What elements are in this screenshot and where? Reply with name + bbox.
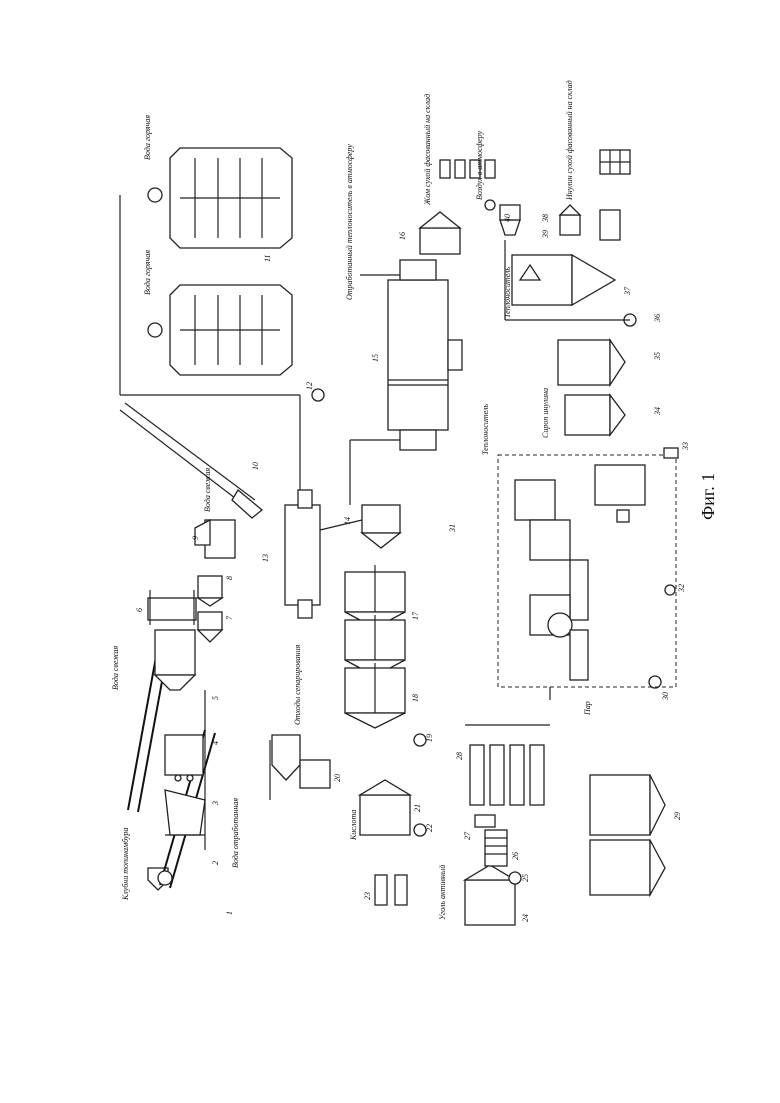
tank-24 bbox=[465, 865, 515, 925]
num-18: 18 bbox=[411, 694, 420, 702]
num-26: 26 bbox=[511, 852, 520, 860]
num-27: 27 bbox=[463, 831, 472, 840]
num-39: 39 bbox=[541, 230, 550, 239]
label-syrup: Сироп инулина bbox=[541, 388, 550, 438]
num-23: 23 bbox=[363, 892, 372, 900]
num-5: 5 bbox=[211, 696, 220, 700]
num-9: 9 bbox=[191, 536, 200, 540]
num-8: 8 bbox=[225, 576, 234, 580]
separator-20 bbox=[272, 735, 330, 788]
num-4: 4 bbox=[211, 741, 220, 745]
label-steam: Пар bbox=[583, 701, 592, 716]
num-36: 36 bbox=[653, 314, 662, 323]
num-11: 11 bbox=[263, 255, 272, 262]
num-7: 7 bbox=[225, 615, 234, 620]
num-32: 32 bbox=[677, 584, 686, 593]
num-2: 2 bbox=[211, 861, 220, 865]
label-water-fresh-2: Вода свежая bbox=[203, 467, 212, 512]
label-coal: Уголь активный bbox=[438, 865, 447, 920]
num-35: 35 bbox=[653, 352, 662, 361]
label-heat-carrier-1: Теплоноситель bbox=[503, 267, 512, 318]
num-37: 37 bbox=[623, 286, 632, 296]
extractor-11b bbox=[148, 285, 292, 375]
unit-27 bbox=[475, 815, 495, 827]
pump-30 bbox=[649, 676, 661, 688]
label-separation-waste: Отходы сепарирования bbox=[293, 644, 302, 725]
filters-23 bbox=[375, 875, 407, 905]
num-1: 1 bbox=[225, 911, 234, 915]
tank-14 bbox=[362, 505, 400, 548]
figure-caption: Фиг. 1 bbox=[698, 400, 719, 520]
tank-18 bbox=[345, 663, 405, 728]
num-12: 12 bbox=[305, 382, 314, 390]
filter-26 bbox=[485, 830, 507, 866]
hopper-16 bbox=[420, 212, 460, 254]
num-29: 29 bbox=[673, 812, 682, 820]
num-6: 6 bbox=[135, 608, 144, 612]
num-38: 38 bbox=[541, 214, 550, 223]
tank-34 bbox=[565, 395, 625, 435]
tank-35 bbox=[558, 340, 625, 385]
inulin-pallet bbox=[600, 150, 630, 174]
tank-29a bbox=[590, 775, 665, 835]
num-20: 20 bbox=[333, 774, 342, 782]
label-air: Воздух в атмосферу bbox=[475, 130, 484, 200]
tank-7 bbox=[198, 612, 222, 642]
num-10: 10 bbox=[251, 462, 260, 470]
num-22: 22 bbox=[425, 824, 434, 832]
label-heat-carrier-2: Теплоноситель bbox=[481, 404, 490, 455]
label-water-hot-2: Вода горячая bbox=[143, 250, 152, 295]
label-inulin: Инулин сухой фасованный на склад bbox=[565, 80, 574, 201]
label-acid: Кислота bbox=[349, 810, 358, 841]
label-tubers: Клубни топинамбура bbox=[121, 828, 130, 901]
num-33: 33 bbox=[681, 442, 690, 451]
num-13: 13 bbox=[261, 554, 270, 562]
tank-29b bbox=[590, 840, 665, 895]
num-19: 19 bbox=[425, 734, 434, 742]
num-31: 31 bbox=[448, 524, 457, 533]
num-17: 17 bbox=[411, 611, 420, 620]
label-water-fresh-1: Вода свежая bbox=[111, 645, 120, 690]
pump-32 bbox=[665, 585, 675, 595]
fan-40 bbox=[485, 200, 495, 210]
columns-28 bbox=[470, 745, 544, 805]
tank-8 bbox=[198, 576, 222, 606]
num-40: 40 bbox=[503, 214, 512, 222]
num-14: 14 bbox=[343, 517, 352, 525]
spray-dryer-37 bbox=[512, 255, 615, 305]
washer-4 bbox=[165, 735, 203, 781]
num-16: 16 bbox=[398, 232, 407, 240]
washer-3 bbox=[165, 790, 205, 835]
label-spent-heat-carrier: Отработанный теплоноситель в атмосферу bbox=[345, 144, 354, 300]
num-21: 21 bbox=[413, 804, 422, 812]
dryer-15 bbox=[388, 260, 462, 450]
press-13 bbox=[285, 490, 320, 618]
tank-21 bbox=[360, 780, 410, 835]
extractor-11a bbox=[148, 148, 292, 248]
press-9 bbox=[195, 520, 235, 558]
unit-39 bbox=[560, 205, 620, 240]
pump-25 bbox=[509, 872, 521, 884]
unit-33 bbox=[664, 448, 678, 458]
label-water-waste: Вода отработанная bbox=[231, 798, 240, 868]
num-3: 3 bbox=[211, 801, 220, 806]
num-24: 24 bbox=[521, 914, 530, 922]
pulp-bags bbox=[440, 160, 495, 178]
conveyor-5-tank bbox=[128, 630, 195, 812]
unit-6 bbox=[148, 590, 196, 625]
label-pulp: Жом сухой фасованный на склад bbox=[423, 94, 432, 206]
num-34: 34 bbox=[653, 407, 662, 416]
label-water-hot-1: Вода горячая bbox=[143, 115, 152, 160]
num-30: 30 bbox=[661, 692, 670, 701]
num-28: 28 bbox=[455, 752, 464, 760]
conveyor-10 bbox=[120, 403, 262, 518]
num-25: 25 bbox=[521, 874, 530, 882]
num-15: 15 bbox=[371, 354, 380, 362]
evaporator-units bbox=[515, 465, 645, 680]
